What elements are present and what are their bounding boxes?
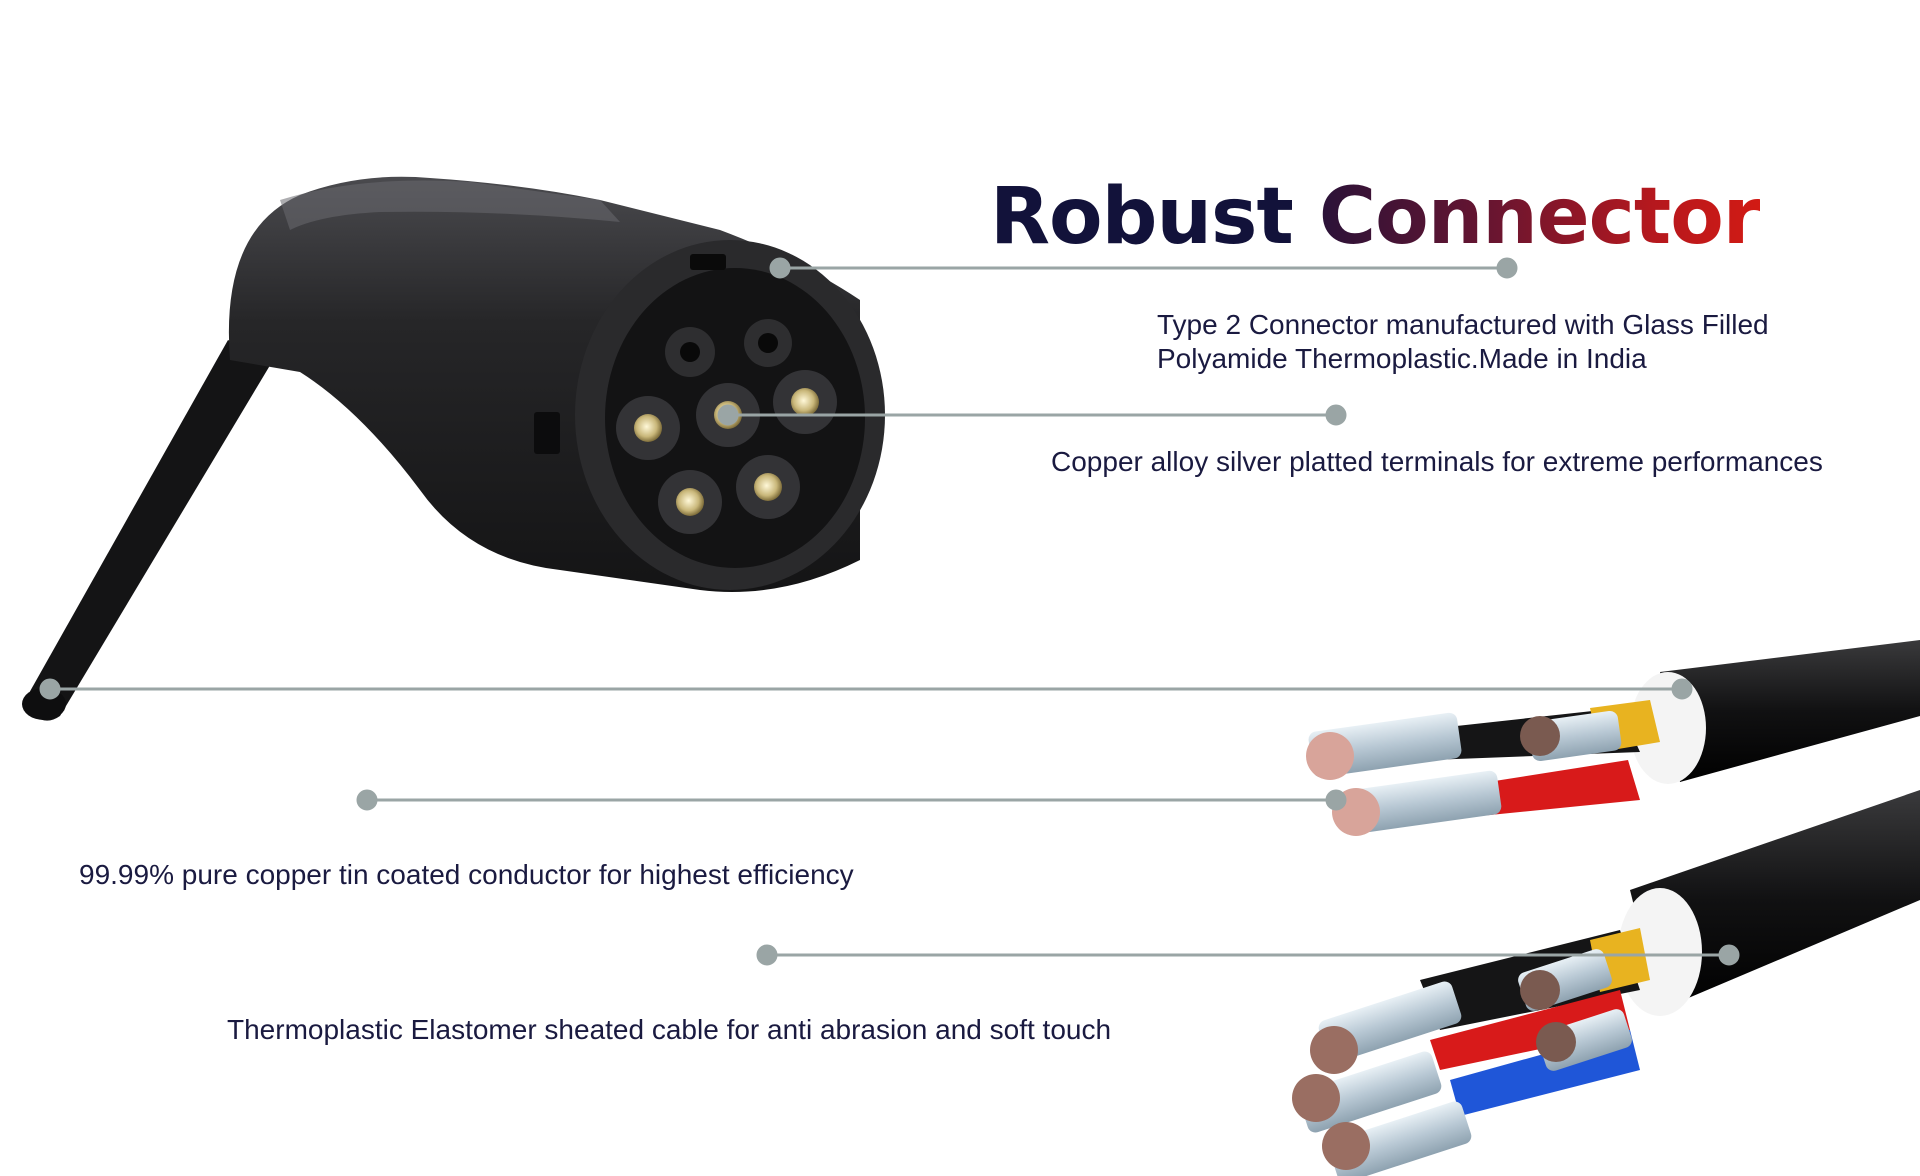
leader-dot (39, 678, 61, 700)
feature-terminals: Copper alloy silver platted terminals fo… (1051, 446, 1823, 477)
feature-cable-sheath: Thermoplastic Elastomer sheated cable fo… (227, 1014, 1112, 1045)
leader-dot (1718, 944, 1740, 966)
page-title: Robust Connector (990, 172, 1761, 263)
leader-lines (39, 257, 1740, 966)
leader-dot (769, 257, 791, 279)
leader-dot (1325, 789, 1347, 811)
feature-line: Polyamide Thermoplastic.Made in India (1157, 343, 1647, 374)
title-word-robust: Robust (990, 172, 1294, 263)
side-window (534, 412, 560, 454)
feature-line: Type 2 Connector manufactured with Glass… (1157, 309, 1769, 340)
plug-cable (24, 340, 272, 721)
leader-dot (1496, 257, 1518, 279)
title-word-connector: Connector (1318, 172, 1761, 263)
leader-dot (756, 944, 778, 966)
feature-conductor: 99.99% pure copper tin coated conductor … (79, 859, 854, 890)
type2-connector (22, 176, 885, 721)
plug-top-highlight (280, 180, 620, 230)
cable-cross-section-upper (1306, 640, 1920, 836)
leader-dot (1325, 404, 1347, 426)
cable-cross-section-lower (1292, 790, 1920, 1176)
latch-slot (690, 254, 726, 270)
leader-dot (717, 404, 739, 426)
leader-dot (1671, 678, 1693, 700)
feature-connector-material: Type 2 Connector manufactured with Glass… (1157, 308, 1769, 376)
leader-dot (356, 789, 378, 811)
